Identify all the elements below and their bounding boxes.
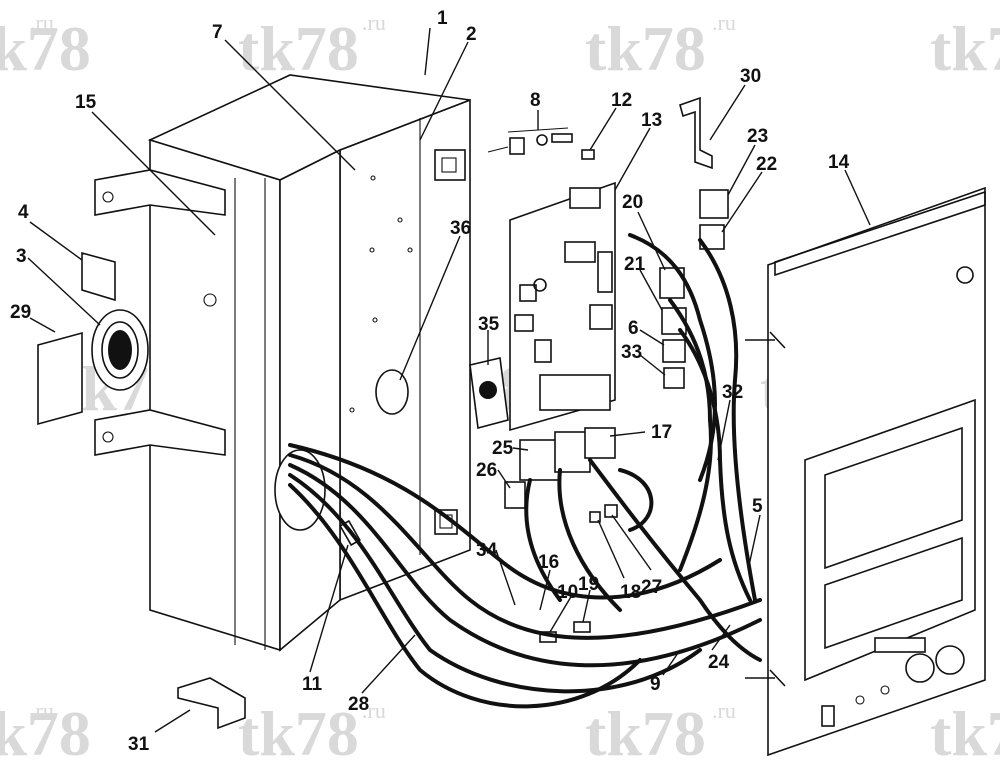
bracket-part <box>679 96 713 170</box>
watermark-text: tk78 <box>585 13 706 84</box>
watermark-suffix: .ru <box>362 10 386 35</box>
enclosure-box <box>94 74 471 652</box>
fuse-block-group <box>504 427 616 509</box>
callout-22: 22 <box>756 154 777 175</box>
callout-7: 7 <box>212 22 223 43</box>
mounting-bracket-part <box>177 677 246 730</box>
callout-21: 21 <box>624 254 646 275</box>
watermark-suffix: .ru <box>712 10 736 35</box>
callout-27: 27 <box>641 577 662 598</box>
callout-34: 34 <box>476 540 498 561</box>
callout-14: 14 <box>828 152 850 173</box>
callout-33: 33 <box>621 342 642 363</box>
callout-26: 26 <box>476 460 497 481</box>
small-connector-part <box>589 511 601 523</box>
callout-2: 2 <box>466 24 477 45</box>
callout-4: 4 <box>18 202 29 223</box>
grommet-part <box>91 309 149 391</box>
callout-3: 3 <box>16 246 27 267</box>
watermark-text: tk78 <box>0 698 91 769</box>
watermark-suffix: .ru <box>30 698 54 723</box>
watermark-suffix: .ru <box>30 10 54 35</box>
cover-plate-part <box>37 331 83 426</box>
connector-group <box>659 267 687 389</box>
callout-24: 24 <box>708 652 730 673</box>
watermark-suffix: .ru <box>712 698 736 723</box>
callout-35: 35 <box>478 314 500 335</box>
round-cover-part <box>375 369 409 415</box>
callout-12: 12 <box>611 90 632 111</box>
callout-5: 5 <box>752 496 763 517</box>
watermark-text: tk78 <box>585 698 706 769</box>
watermark-text: tk78 <box>930 13 1000 84</box>
small-connector-part <box>573 621 591 633</box>
leader-lines <box>27 27 871 733</box>
callout-13: 13 <box>641 110 662 131</box>
nut-part <box>581 149 595 160</box>
callout-6: 6 <box>628 318 639 339</box>
callout-15: 15 <box>75 92 97 113</box>
callout-31: 31 <box>128 734 150 755</box>
callout-17: 17 <box>651 422 672 443</box>
callout-18: 18 <box>620 582 641 603</box>
label-part <box>81 251 116 302</box>
callout-32: 32 <box>722 382 743 403</box>
callout-1: 1 <box>437 8 448 29</box>
relay-part <box>699 189 729 219</box>
callout-23: 23 <box>747 126 768 147</box>
callout-labels: 1 2 3 4 5 6 7 8 9 10 11 12 13 14 15 16 1… <box>10 8 850 755</box>
wire-harness <box>288 233 762 709</box>
small-connector-part <box>604 504 618 518</box>
callout-28: 28 <box>348 694 369 715</box>
callout-30: 30 <box>740 66 761 87</box>
watermark-text: tk78 <box>238 13 359 84</box>
watermark-text: tk78 <box>930 698 1000 769</box>
callout-36: 36 <box>450 218 471 239</box>
watermark-text: tk78 <box>0 13 91 84</box>
circuit-board <box>509 181 616 432</box>
bolt-kit-part <box>487 127 573 155</box>
relay-part <box>469 357 509 430</box>
relay-socket-part <box>699 224 725 250</box>
callout-16: 16 <box>538 552 559 573</box>
watermark-text: tk78 <box>238 698 359 769</box>
watermark-suffix: .ru <box>362 698 386 723</box>
callout-9: 9 <box>650 674 661 695</box>
callout-25: 25 <box>492 438 514 459</box>
callout-11: 11 <box>302 674 323 695</box>
enclosure-door <box>745 186 986 757</box>
callout-29: 29 <box>10 302 31 323</box>
callout-10: 10 <box>557 582 578 603</box>
callout-8: 8 <box>530 90 541 111</box>
callout-19: 19 <box>578 574 599 595</box>
callout-20: 20 <box>622 192 643 213</box>
